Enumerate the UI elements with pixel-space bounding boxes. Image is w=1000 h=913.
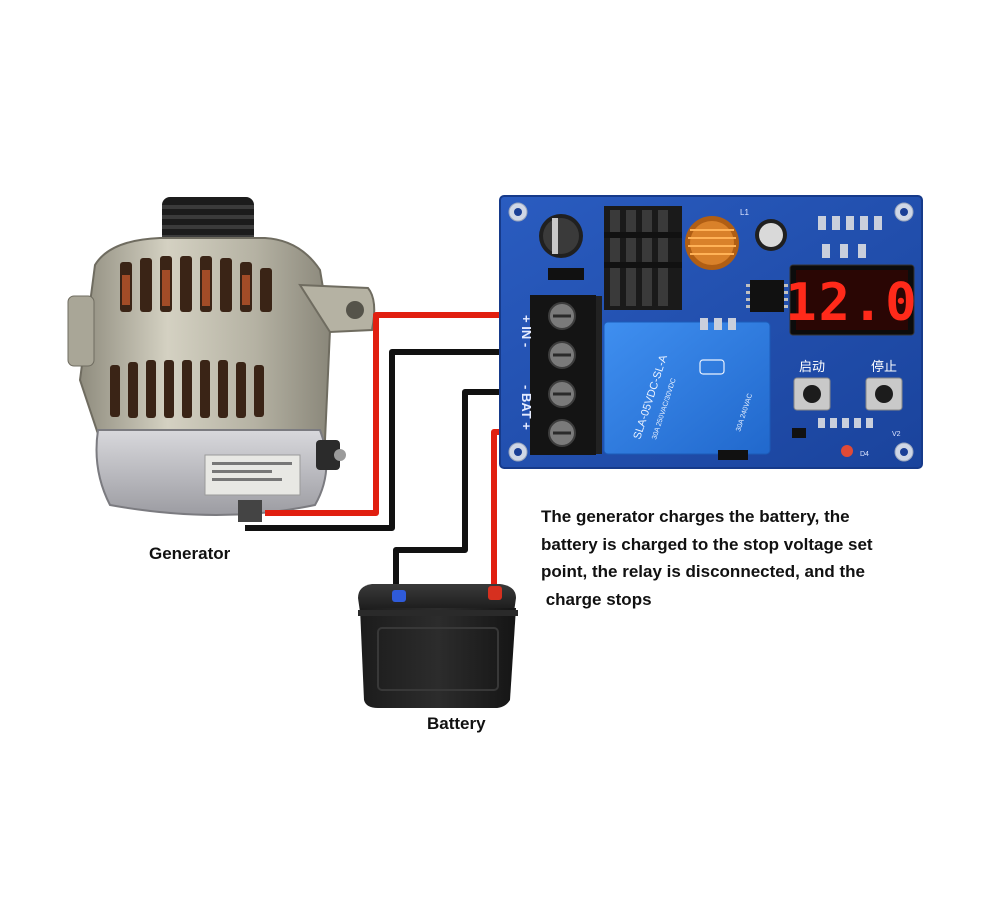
start-button bbox=[793, 377, 831, 411]
start-button-label: 启动 bbox=[799, 360, 825, 375]
wire-in-negative bbox=[245, 349, 530, 531]
terminal-in-label: + IN - bbox=[519, 315, 534, 347]
led-label: D4 bbox=[860, 451, 869, 458]
display-reading: 12.0 bbox=[785, 273, 918, 333]
wire-in-positive bbox=[265, 312, 530, 516]
heatsink bbox=[604, 206, 682, 310]
battery-positive-terminal bbox=[488, 586, 502, 600]
caption-line: charge stops bbox=[541, 589, 652, 609]
inductor-coil: L1 bbox=[685, 208, 749, 270]
caption-line: point, the relay is disconnected, and th… bbox=[541, 562, 866, 581]
terminal-bat-label: - BAT + bbox=[519, 385, 534, 430]
status-led bbox=[841, 445, 853, 457]
caption-text: The generator charges the battery, the b… bbox=[541, 503, 941, 613]
generator-image bbox=[67, 197, 376, 522]
caption-line: The generator charges the battery, the bbox=[541, 507, 850, 526]
generator-label: Generator bbox=[149, 544, 231, 563]
stop-button bbox=[865, 377, 903, 411]
voltage-display: 12.0 bbox=[785, 264, 918, 336]
charge-control-board: L1 12.0 bbox=[499, 195, 923, 469]
inductor-label: L1 bbox=[740, 208, 749, 217]
battery-negative-terminal bbox=[392, 590, 406, 602]
relay: SLA-05VDC-SL-A 30A 250VAC/30VDC 30A 240V… bbox=[603, 321, 771, 455]
pot-label: V2 bbox=[892, 431, 901, 438]
caption-line: battery is charged to the stop voltage s… bbox=[541, 534, 873, 554]
terminal-block bbox=[530, 295, 602, 455]
stop-button-label: 停止 bbox=[871, 359, 897, 375]
wire-bat-negative bbox=[393, 389, 530, 598]
battery-image bbox=[358, 584, 518, 708]
battery-label: Battery bbox=[427, 714, 486, 733]
